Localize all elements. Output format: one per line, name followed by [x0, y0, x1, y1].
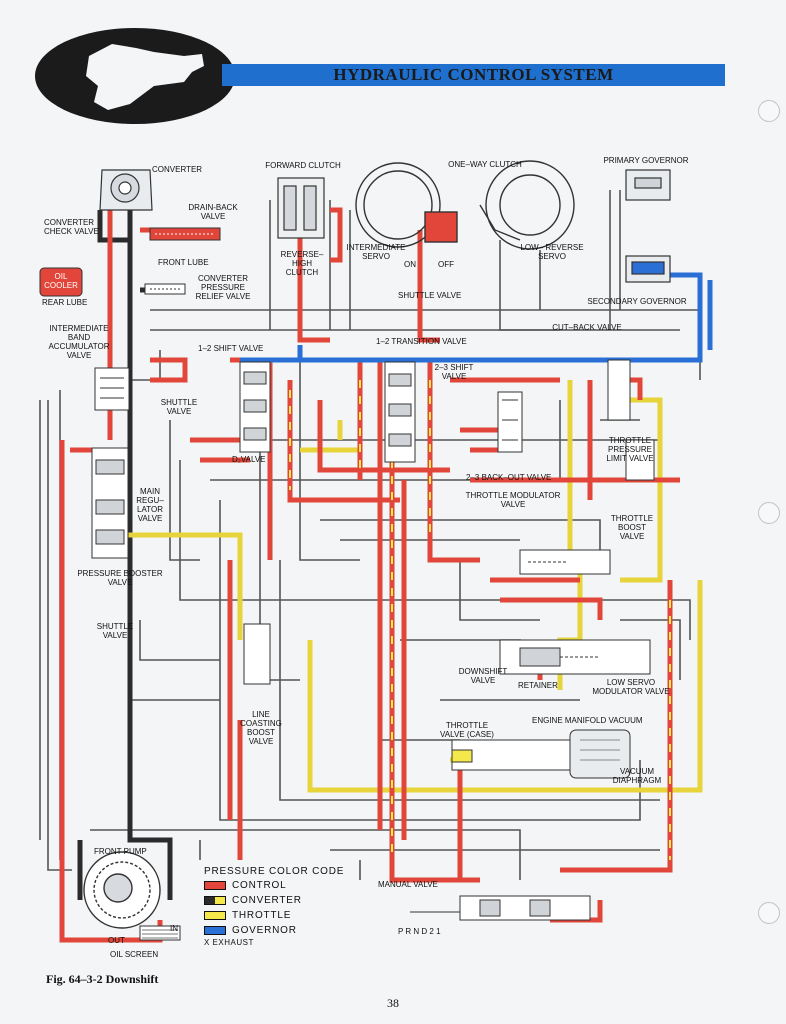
- label-shift-valve-23: 2–3 SHIFT VALVE: [434, 363, 474, 381]
- control-passages: [59, 200, 680, 943]
- legend-item-converter: CONVERTER: [204, 895, 302, 906]
- coasting-boost-valve: [243, 623, 271, 685]
- manual-valve: [410, 895, 591, 921]
- legend-title: PRESSURE COLOR CODE: [204, 866, 345, 877]
- punch-hole-top: [758, 100, 780, 122]
- label-on: ON: [404, 260, 416, 269]
- header-bar: [222, 64, 725, 86]
- page-title: HYDRAULIC CONTROL SYSTEM: [333, 65, 614, 84]
- label-drain-back-valve: DRAIN-BACK VALVE: [188, 203, 238, 221]
- shift-valve-23: [384, 361, 416, 463]
- accumulator-valve: [94, 367, 130, 411]
- label-shift-valve-12: 1–2 SHIFT VALVE: [198, 344, 264, 353]
- label-off: OFF: [438, 260, 454, 269]
- legend-item-control: CONTROL: [204, 880, 287, 891]
- backout-valve: [497, 391, 523, 453]
- transmission-logo: [35, 28, 235, 124]
- punch-hole-bottom: [758, 902, 780, 924]
- label-converter-pressure-relief: CONVERTER PRESSURE RELIEF VALVE: [195, 274, 251, 301]
- label-throttle-valve-case: THROTTLE VALVE (CASE): [440, 721, 494, 739]
- label-prnd21: P R N D 2 1: [398, 927, 441, 936]
- label-vacuum-diaphragm: VACUUM DIAPHRAGM: [612, 767, 662, 785]
- legend-item-governor: GOVERNOR: [204, 925, 297, 936]
- label-shuttle-valve-mid: SHUTTLE VALVE: [96, 622, 134, 640]
- relief-valve: [144, 283, 186, 295]
- throttle-boost-valve: [519, 549, 611, 575]
- front-pump: [83, 851, 161, 929]
- label-oil-screen: OIL SCREEN: [110, 950, 159, 959]
- legend-swatch-converter: [204, 895, 226, 905]
- label-retainer: RETAINER: [518, 681, 558, 690]
- label-low-servo-modulator: LOW SERVO MODULATOR VALVE: [592, 678, 670, 696]
- oil-screen: [139, 925, 181, 941]
- legend-swatch-governor: [204, 925, 226, 935]
- label-d2-valve: D₂VALVE: [232, 455, 266, 464]
- label-front-lube: FRONT LUBE: [158, 258, 209, 267]
- pressure-limit-valve: [625, 439, 655, 481]
- punch-hole-middle: [758, 502, 780, 524]
- label-downshift-valve: DOWNSHIFT VALVE: [458, 667, 508, 685]
- oil-cooler: [39, 267, 83, 297]
- downshift-valve: [499, 639, 651, 675]
- label-intermediate-band-accumulator: INTERMEDIATE BAND ACCUMULATOR VALVE: [48, 324, 110, 360]
- forward-clutch: [277, 177, 325, 239]
- label-secondary-governor: SECONDARY GOVERNOR: [587, 297, 687, 306]
- label-transition-valve-12: 1–2 TRANSITION VALVE: [376, 337, 467, 346]
- legend-swatch-throttle: [204, 910, 226, 920]
- label-intermediate-servo: INTERMEDIATE SERVO: [346, 243, 406, 261]
- label-throttle-boost: THROTTLE BOOST VALVE: [610, 514, 654, 541]
- label-main-regulator: MAIN REGU– LATOR VALVE: [136, 487, 164, 523]
- label-cut-back-valve: CUT–BACK VALVE: [552, 323, 622, 332]
- label-shuttle-valve-top: SHUTTLE VALVE: [398, 291, 462, 300]
- intermediate-servo: [355, 162, 458, 248]
- label-converter-check-valve: CONVERTER CHECK VALVE: [44, 218, 99, 236]
- primary-governor: [625, 169, 671, 201]
- label-rear-lube: REAR LUBE: [42, 298, 88, 307]
- label-pump-in: IN: [170, 924, 178, 933]
- page-number: 38: [387, 996, 399, 1010]
- label-pump-out: OUT: [108, 936, 125, 945]
- legend-swatch-control: [204, 880, 226, 890]
- secondary-governor: [625, 255, 671, 283]
- label-front-pump: FRONT PUMP: [94, 847, 147, 856]
- legend-exhaust: X EXHAUST: [204, 938, 254, 947]
- label-one-way-clutch: ONE–WAY CLUTCH: [448, 160, 522, 169]
- label-manual-valve: MANUAL VALVE: [378, 880, 438, 889]
- label-forward-clutch: FORWARD CLUTCH: [265, 161, 341, 170]
- label-throttle-pressure-limit: THROTTLE PRESSURE LIMIT VALVE: [606, 436, 654, 463]
- label-throttle-modulator: THROTTLE MODULATOR VALVE: [465, 491, 561, 509]
- converter-component: [99, 169, 153, 211]
- label-backout-valve-23: 2–3 BACK–OUT VALVE: [466, 473, 552, 482]
- label-reverse-high-clutch: REVERSE– HIGH CLUTCH: [280, 250, 324, 277]
- legend-item-throttle: THROTTLE: [204, 910, 291, 921]
- label-oil-cooler: OIL COOLER: [44, 272, 78, 290]
- label-engine-manifold-vacuum: ENGINE MANIFOLD VACUUM: [532, 716, 643, 725]
- label-pressure-booster: PRESSURE BOOSTER VALVE: [77, 569, 163, 587]
- throttle-valve-case: [451, 729, 631, 779]
- main-regulator-valve: [91, 447, 129, 559]
- label-primary-governor: PRIMARY GOVERNOR: [603, 156, 689, 165]
- label-low-reverse-servo: LOW– REVERSE SERVO: [520, 243, 584, 261]
- label-shuttle-valve-left: SHUTTLE VALVE: [160, 398, 198, 416]
- one-way-clutch: [479, 160, 575, 250]
- figure-caption: Fig. 64–3-2 Downshift: [46, 972, 159, 986]
- shift-valve-12: [239, 361, 271, 453]
- drain-back-valve: [149, 227, 221, 241]
- cutback-valve: [607, 359, 631, 421]
- label-converter: CONVERTER: [152, 165, 203, 174]
- label-line-coasting-boost: LINE COASTING BOOST VALVE: [240, 710, 282, 746]
